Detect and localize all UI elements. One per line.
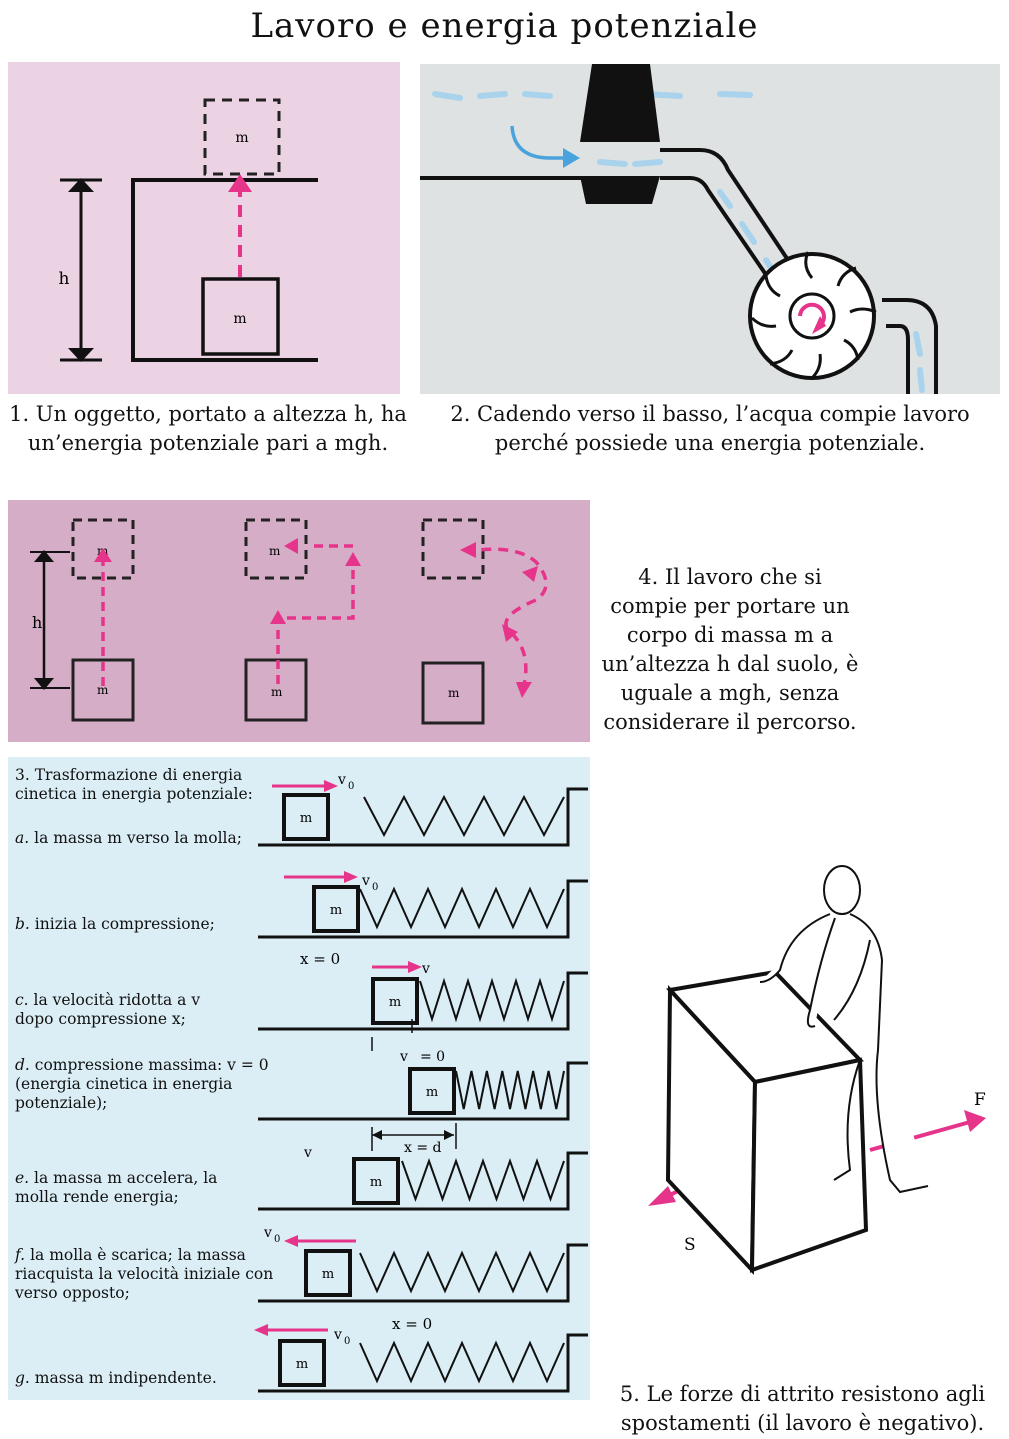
svg-text:v: v bbox=[421, 961, 430, 977]
spring-5 bbox=[359, 1250, 565, 1294]
spring-ground-4 bbox=[258, 1151, 588, 1211]
mass-label-ground: m bbox=[233, 311, 246, 327]
mass-block-1 bbox=[312, 885, 360, 933]
svg-text:v: v bbox=[337, 772, 346, 788]
step-outline bbox=[131, 178, 318, 362]
mass-block-4 bbox=[352, 1157, 400, 1205]
step-f: f. la molla è scarica; la massa riacquis… bbox=[15, 1246, 274, 1302]
svg-text:0: 0 bbox=[372, 882, 378, 893]
mass-block-6 bbox=[278, 1339, 326, 1387]
caption-1: 1. Un oggetto, portato a altezza h, ha u… bbox=[9, 402, 407, 455]
path-steps bbox=[276, 562, 355, 684]
spring-ground-2 bbox=[258, 971, 588, 1031]
height-label: h bbox=[59, 269, 70, 289]
svg-text:0: 0 bbox=[348, 781, 354, 792]
water-stream-pipe bbox=[597, 159, 925, 393]
step-d: d. compressione massima: v = 0 (energia … bbox=[15, 1056, 269, 1112]
spring-6 bbox=[359, 1340, 565, 1384]
step-g: g. massa m indipendente. bbox=[15, 1369, 217, 1387]
panel2-background bbox=[420, 64, 1000, 394]
mass-label-3: m bbox=[426, 1085, 438, 1100]
caption-4: 4. Il lavoro che si compie per portare u… bbox=[601, 565, 859, 734]
x-zero-label-1: x = 0 bbox=[300, 950, 340, 968]
x-d-label: x = d bbox=[404, 1140, 442, 1156]
svg-text:= 0: = 0 bbox=[420, 1049, 445, 1065]
x-zero-label-2: x = 0 bbox=[392, 1315, 432, 1333]
mass-block-0 bbox=[282, 793, 330, 841]
svg-text:0: 0 bbox=[344, 1336, 350, 1347]
pipe-lower-wall bbox=[660, 176, 788, 306]
step-a: a. la massa m verso la molla; bbox=[15, 829, 242, 847]
height-label-4: h bbox=[32, 613, 42, 632]
mass-block-5 bbox=[304, 1249, 352, 1297]
svg-text:m: m bbox=[271, 685, 283, 699]
mass-label-raised: m bbox=[235, 130, 248, 146]
page-title: Lavoro e energia potenziale bbox=[250, 6, 759, 46]
mass-label-5: m bbox=[322, 1267, 334, 1282]
mass-block-3 bbox=[408, 1067, 456, 1115]
step-e: e. la massa m accelera, la molla rende e… bbox=[15, 1169, 218, 1206]
svg-text:m: m bbox=[269, 544, 281, 558]
spring-ground-5 bbox=[258, 1243, 588, 1303]
lift-arrowhead bbox=[228, 174, 252, 192]
panel4-background bbox=[8, 500, 590, 742]
svg-text:v: v bbox=[333, 1327, 342, 1343]
svg-text:m: m bbox=[97, 683, 109, 697]
svg-text:v: v bbox=[361, 873, 370, 889]
spring-4 bbox=[401, 1158, 565, 1202]
panel2-diagram bbox=[420, 64, 1000, 394]
panel3-title: 3. Trasformazione di energia cinetica in… bbox=[15, 766, 253, 803]
mass-box-ground bbox=[201, 277, 280, 356]
spring-1 bbox=[359, 886, 565, 930]
turbine-blades bbox=[750, 251, 877, 380]
mass-box-raised bbox=[203, 98, 281, 176]
svg-text:0: 0 bbox=[274, 1234, 280, 1245]
svg-text:v: v bbox=[399, 1049, 408, 1065]
svg-text:v: v bbox=[263, 1225, 272, 1241]
dam-upper bbox=[580, 64, 660, 142]
spring-3 bbox=[455, 1070, 565, 1110]
man-figure bbox=[759, 865, 929, 1194]
panel4-diagram: h m m m m m bbox=[8, 500, 590, 742]
mass-label-6: m bbox=[296, 1357, 308, 1372]
box-front bbox=[749, 1057, 869, 1273]
spring-ground-1 bbox=[258, 879, 588, 939]
dam-lower bbox=[580, 176, 660, 204]
svg-text:v: v bbox=[303, 1145, 312, 1161]
flow-arrow bbox=[510, 125, 565, 160]
panel1-diagram: m m h bbox=[8, 62, 400, 394]
friction-label: S bbox=[684, 1235, 696, 1255]
force-label: F bbox=[974, 1090, 986, 1110]
mass-label-1: m bbox=[330, 903, 342, 918]
spring-2 bbox=[419, 977, 565, 1023]
step-b: b. inizia la compressione; bbox=[15, 915, 215, 933]
panel3-diagram: m m m m m m m bbox=[8, 757, 590, 1400]
spring-ground-6 bbox=[258, 1333, 588, 1393]
mass-block-2 bbox=[371, 977, 419, 1025]
caption-2: 2. Cadendo verso il basso, l’acqua compi… bbox=[450, 402, 970, 455]
spring-ground-0 bbox=[258, 787, 588, 847]
mass-label-2: m bbox=[389, 995, 401, 1010]
mass-label-0: m bbox=[300, 811, 312, 826]
mass-label-4: m bbox=[370, 1175, 382, 1190]
pipe-upper-wall bbox=[660, 148, 810, 292]
caption-5: 5. Le forze di attrito resistono agli sp… bbox=[619, 1382, 986, 1435]
spring-ground-3 bbox=[258, 1061, 588, 1121]
step-c: c. la velocità ridotta a v dopo compress… bbox=[15, 991, 201, 1028]
svg-text:m: m bbox=[448, 686, 460, 700]
panel5-diagram: F S bbox=[648, 865, 986, 1275]
panel3-background bbox=[8, 757, 590, 1400]
spring-0 bbox=[363, 794, 565, 838]
